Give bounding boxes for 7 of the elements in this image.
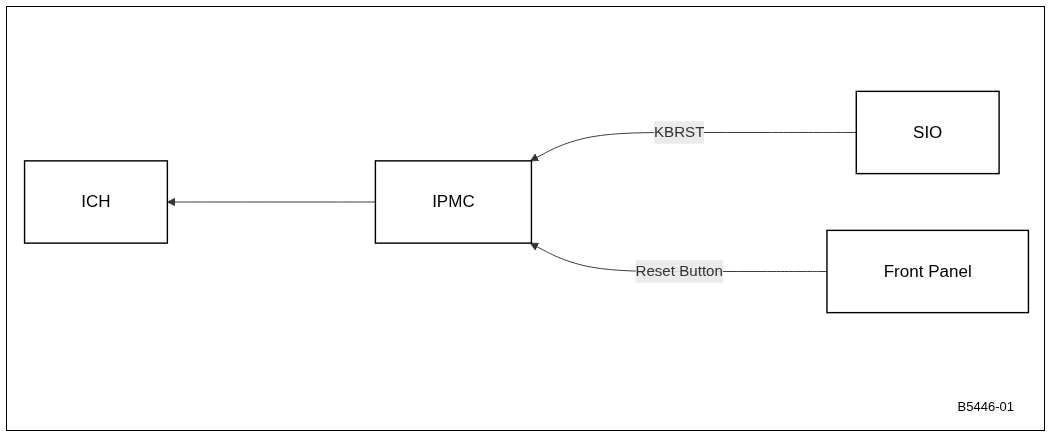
figure-code: B5446-01 [957,399,1014,414]
edge-label: Reset Button [635,262,723,280]
node-box: ICH [23,160,169,244]
edge-label: KBRST [653,123,705,141]
node-box: SIO [855,90,1000,175]
node-box: IPMC [374,160,533,244]
node-box: Front Panel [826,229,1030,314]
